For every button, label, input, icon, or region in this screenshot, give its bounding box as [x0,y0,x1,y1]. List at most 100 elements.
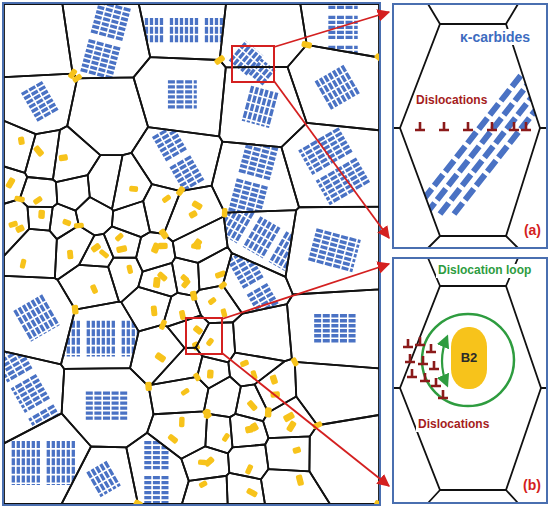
b2-particle [246,399,258,411]
kappa-carbide [168,80,197,83]
kappa-carbide-block [243,86,277,127]
kappa-carbide-block [88,321,113,357]
particle-label: B2 [461,351,478,366]
dislocation-loop [422,314,514,406]
grain-boundary [79,234,113,267]
b2-particle [62,218,72,226]
grain-boundary [131,127,222,191]
kappa-carbide [150,18,153,42]
b2-particle [374,499,379,504]
kappa-carbide [314,339,357,342]
b2-particle [158,319,167,330]
b2-particle [205,337,214,347]
kappa-carbide [57,321,60,357]
kappa-carbide [27,441,30,485]
grain-boundary [4,4,73,77]
grain-fill [38,210,45,219]
kappa-carbide-block [48,441,73,485]
grain-fill [180,273,192,289]
kappa-carbide [144,441,169,444]
dislocation-symbol [521,122,531,130]
b2-particle [188,210,198,219]
kappa-carbide-block [314,316,357,341]
grain-boundary [133,57,225,136]
b2-particle [192,325,203,336]
b2-particle [32,195,43,205]
inset-a-illustration [393,4,550,248]
kappa-carbide [86,392,129,395]
kappa-carbide [102,321,105,357]
b2-particle [179,417,185,428]
kappa-carbide [210,18,213,42]
grain-boundary [62,368,154,447]
b2-particle [221,432,230,442]
b2-particle [116,245,128,253]
b2-particle [126,264,133,274]
kappa-carbide [328,61,357,64]
dislocation-symbol [463,122,473,130]
b2-particle [14,195,25,203]
b2-particle [98,249,109,259]
grain-boundary [309,415,379,504]
b2-particle [157,271,169,282]
b2-particle [222,208,228,218]
grain-boundary [126,433,188,504]
b2-particle [191,238,203,250]
grain-fill [21,82,58,121]
grain-boundary [62,4,150,78]
b2-particle [292,446,301,454]
grain-boundary [67,77,148,155]
grain-fill [8,220,25,233]
b2-particle [191,200,203,211]
matrix-ground [4,4,379,504]
panel-label: (a) [522,222,543,238]
kappa-carbide-block [144,478,169,503]
kappa-carbide [328,36,357,39]
grain-boundary [167,315,209,348]
grain-boundaries [4,4,379,504]
b2-particle [58,154,68,162]
grain-boundary [227,473,265,504]
grain-fill [144,443,169,503]
grain-boundary [230,414,269,448]
grain-boundary [4,229,57,278]
kappa-carbide-block [168,82,197,107]
kappa-carbide [168,105,197,108]
kappa-carbide-block [81,41,121,79]
b2-particle [214,54,226,65]
b2-particle [180,387,190,396]
kappa-carbide [42,427,67,441]
grain-fill [245,464,254,475]
grain-fill [126,264,133,274]
kappa-carbide [21,82,43,95]
dislocation-symbol [418,356,428,364]
grain-fill [153,271,168,288]
kappa-carbide [86,402,129,405]
grain-boundary [149,377,209,414]
b2-particle [19,258,26,269]
kappa-carbide [15,310,33,341]
dislocation-symbol [415,337,425,345]
grain-fill [191,238,203,250]
kappa-carbide [170,157,191,169]
b2-particle [190,290,198,301]
kappa-carbide [328,56,357,59]
grain-boundary [4,351,64,443]
grain-fill [243,86,277,127]
kappa-carbide [37,441,40,485]
grain-boundary [265,436,310,471]
grain-boundary [263,396,317,438]
grain-boundary [138,263,177,297]
b2-particle [129,186,138,192]
grain-fill [81,4,131,78]
grain-fill [67,250,74,260]
kappa-carbide [144,486,169,489]
b2-particle [90,284,99,295]
b2-particle [192,372,201,382]
kappa-carbide [91,31,123,40]
kappa-carbide [107,321,110,357]
grain-boundary [139,4,226,60]
b2-particle [67,250,74,260]
b2-particle [269,374,278,385]
grain-fill [207,369,214,378]
